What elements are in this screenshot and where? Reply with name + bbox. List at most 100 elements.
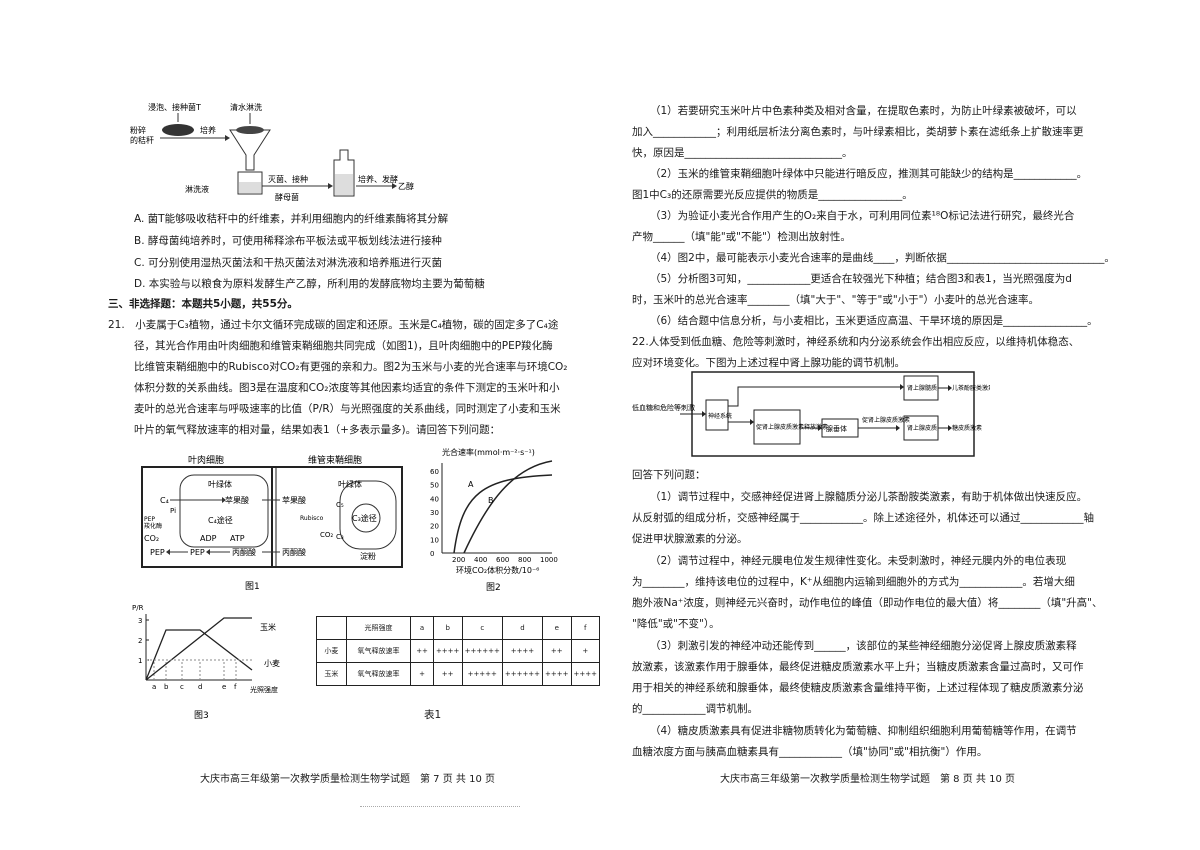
fig1-caption: 图1 xyxy=(245,581,260,592)
q21-line4: 体积分数的关系曲线。图3是在温度和CO₂浓度等其他因素均适宜的条件下测定的玉米叶… xyxy=(134,382,560,394)
fig2-ytick: 50 xyxy=(430,482,439,490)
fig2-ytick: 0 xyxy=(430,550,434,558)
svg-text:Pi: Pi xyxy=(170,507,176,515)
fig-top-label8: 酵母菌 xyxy=(275,192,299,202)
bottle-icon xyxy=(333,149,355,197)
fig3-xtick: f xyxy=(234,683,237,691)
svg-text:ATP: ATP xyxy=(230,534,245,543)
svg-text:神经系统: 神经系统 xyxy=(708,412,732,420)
p3-line2: 放激素，该激素作用于腺垂体，最终促进糖皮质激素水平上升；当糖皮质激素含量过高时，… xyxy=(632,661,1084,673)
fig2-xtick: 800 xyxy=(518,556,531,564)
fig2-curve-b xyxy=(463,460,553,554)
left-page: 浸泡、接种菌T 清水淋洗 粉碎 的秸秆 培养 淋洗液 灭菌、接种 酵母菌 培养、… xyxy=(108,102,601,785)
p3-line4: 的____________调节机制。 xyxy=(632,703,758,715)
fig-top-label9: 培养、发酵 xyxy=(358,174,398,184)
p1-line3: 促进甲状腺激素的分泌。 xyxy=(632,533,748,545)
p2-line1: （2）调节过程中，神经元膜电位发生规律性变化。未受刺激时，神经元膜内外的电位表现 xyxy=(650,555,1067,567)
fig1-mesophyll: 叶肉细胞 xyxy=(188,455,224,466)
straw-pile-icon xyxy=(162,124,194,136)
svg-text:糖皮质激素: 糖皮质激素 xyxy=(952,424,982,432)
fig2-ylabel: 光合速率(mmol·m⁻²·s⁻¹) xyxy=(442,447,535,457)
q2-line1: （2）玉米的维管束鞘细胞叶绿体中只能进行暗反应，推测其可能缺少的结构是_____… xyxy=(650,168,1088,180)
fig2-ytick: 60 xyxy=(430,468,439,476)
p3-line3: 用于相关的神经系统和腺垂体，最终使糖皮质激素含量维持平衡，上述过程体现了糖皮质激… xyxy=(632,682,1084,694)
figure-2: 光合速率(mmol·m⁻²·s⁻¹) 环境CO₂体积分数/10⁻⁶ 图2 010… xyxy=(430,447,558,593)
q22-line1: 22.人体受到低血糖、危险等刺激时，神经系统和内分泌系统会作出相应反应，以维持机… xyxy=(632,336,1080,348)
fig1-chloroplast2 xyxy=(339,480,397,550)
svg-text:C₃途径: C₃途径 xyxy=(352,513,377,523)
fig2-xtick: 400 xyxy=(474,556,487,564)
svg-text:腺垂体: 腺垂体 xyxy=(826,424,847,433)
q21-line5: 麦叶的总光合速率与呼吸速率的比值（P/R）与光照强度的关系曲线，同时测定了小麦和… xyxy=(134,403,561,415)
fig-top-label4: 的秸秆 xyxy=(130,135,154,145)
svg-text:丙酮酸: 丙酮酸 xyxy=(282,547,306,557)
answer-intro: 回答下列问题： xyxy=(632,469,706,481)
fermentation-figure: 浸泡、接种菌T 清水淋洗 粉碎 的秸秆 培养 淋洗液 灭菌、接种 酵母菌 培养、… xyxy=(130,102,414,202)
fig3-xtick: e xyxy=(222,683,226,691)
figure-1: 叶肉细胞 维管束鞘细胞 叶绿体 叶绿体 C₄ 苹果酸 苹果酸 C₄途径 C₃途径… xyxy=(141,455,403,592)
fig-top-label3: 粉碎 xyxy=(130,125,146,135)
fig2-ytick: 10 xyxy=(430,536,439,544)
fig2-xlabel: 环境CO₂体积分数/10⁻⁶ xyxy=(456,565,539,575)
q3-line2: 产物______（填"能"或"不能"）检测出放射性。 xyxy=(632,231,851,243)
svg-text:PEP: PEP xyxy=(144,516,155,523)
q21-line1: 21. 小麦属于C₃植物，通过卡尔文循环完成碳的固定和还原。玉米是C₄植物，碳的… xyxy=(108,319,559,331)
fig3-caption: 图3 xyxy=(194,710,209,721)
fig1-bundle: 维管束鞘细胞 xyxy=(308,455,362,466)
svg-text:促肾上腺皮质激素: 促肾上腺皮质激素 xyxy=(862,416,910,424)
svg-text:C₅: C₅ xyxy=(336,501,344,509)
option-d: D. 本实验与以粮食为原料发酵生产乙醇，所利用的发酵底物均主要为葡萄糖 xyxy=(134,278,485,290)
svg-text:叶绿体: 叶绿体 xyxy=(338,479,362,489)
q5-line1: （5）分析图3可知，____________更适合在较强光下种植；结合图3和表1… xyxy=(650,273,1072,285)
svg-text:PEP: PEP xyxy=(150,548,165,557)
fig3-ytick: 2 xyxy=(138,637,142,645)
q1-line2: 加入____________；利用纸层析法分离色素时，与叶绿素相比，类胡萝卜素在… xyxy=(632,126,1084,138)
svg-text:苹果酸: 苹果酸 xyxy=(282,495,306,505)
table-1-caption: 表1 xyxy=(424,709,442,721)
svg-text:苹果酸: 苹果酸 xyxy=(225,495,249,505)
fig3-xlabel: 光照强度 xyxy=(250,685,278,694)
left-footer: 大庆市高三年级第一次教学质量检测生物学试题 第 7 页 共 10 页 xyxy=(200,774,495,785)
q3-line1: （3）为验证小麦光合作用产生的O₂来自于水，可利用同位素¹⁸O标记法进行研究，最… xyxy=(650,210,1075,222)
p2-line3: 胞外液Na⁺浓度，则神经元兴奋时，动作电位的峰值（即动作电位的最大值）将____… xyxy=(632,597,1103,609)
table-row: 玉米氧气释放速率 +++ +++++++++++ ++++++++ xyxy=(316,662,601,686)
crh-box xyxy=(753,409,801,445)
fig1-chloroplast1 xyxy=(179,474,269,548)
svg-text:淀粉: 淀粉 xyxy=(360,551,376,561)
svg-text:C₃: C₃ xyxy=(336,533,344,541)
right-footer: 大庆市高三年级第一次教学质量检测生物学试题 第 8 页 共 10 页 xyxy=(720,774,1015,785)
fig3-ylabel: P/R xyxy=(132,604,144,612)
svg-text:Rubisco: Rubisco xyxy=(300,515,324,522)
svg-text:CO₂: CO₂ xyxy=(320,531,333,539)
q5-line2: 时，玉米叶的总光合速率________（填"大于"、"等于"或"小于"）小麦叶的… xyxy=(632,294,1039,306)
fig3-corn-label: 玉米 xyxy=(260,622,276,632)
fig-top-label1: 浸泡、接种菌T xyxy=(148,102,201,112)
p3-line1: （3）刺激引发的神经冲动还能传到______，该部位的某些神经细胞分泌促肾上腺皮… xyxy=(650,640,1077,652)
section-heading: 三、非选择题：本题共5小题，共55分。 xyxy=(108,298,298,310)
option-c: C. 可分别使用湿热灭菌法和干热灭菌法对淋洗液和培养瓶进行灭菌 xyxy=(134,257,443,269)
fig3-xtick: a xyxy=(152,683,156,691)
fig3-corn-line xyxy=(145,617,252,681)
q1-line3: 快，原因是______________________________。 xyxy=(632,147,853,159)
q21-line6: 叶片的氧气释放速率的相对量，结果如表1（+多表示量多)。请回答下列问题： xyxy=(134,424,501,436)
fig3-ytick: 1 xyxy=(138,657,142,665)
option-a: A. 菌T能够吸收秸秆中的纤维素，并利用细胞内的纤维素酶将其分解 xyxy=(134,213,449,225)
p4-line2: 血糖浓度方面与胰高血糖素具有____________（填"协同"或"相抗衡"）作… xyxy=(632,746,988,758)
p4-line1: （4）糖皮质激素具有促进非糖物质转化为葡萄糖、抑制组织细胞利用葡萄糖等作用，在调… xyxy=(650,725,1077,737)
svg-text:C₄: C₄ xyxy=(160,496,169,505)
fig3-xtick: d xyxy=(198,683,202,691)
q21-line3: 比维管束鞘细胞中的Rubisco对CO₂有更强的亲和力。图2为玉米与小麦的光合速… xyxy=(134,361,568,373)
fig2-xtick: 600 xyxy=(496,556,509,564)
p2-line4: "降低"或"不变"）。 xyxy=(632,618,720,630)
svg-text:ADP: ADP xyxy=(200,534,217,543)
fig-top-label6: 淋洗液 xyxy=(185,184,209,194)
fig2-ytick: 20 xyxy=(430,523,439,531)
fig2-ytick: 30 xyxy=(430,509,439,517)
fig2-ytick: 40 xyxy=(430,495,439,503)
p2-line2: 为________，维持该电位的过程中，K⁺从细胞内运输到细胞外的方式为____… xyxy=(632,576,1075,588)
fig-top-label7: 灭菌、接种 xyxy=(268,174,308,184)
fig-top-label2: 清水淋洗 xyxy=(230,102,262,112)
svg-text:叶绿体: 叶绿体 xyxy=(208,479,232,489)
funnel-icon xyxy=(229,129,271,171)
